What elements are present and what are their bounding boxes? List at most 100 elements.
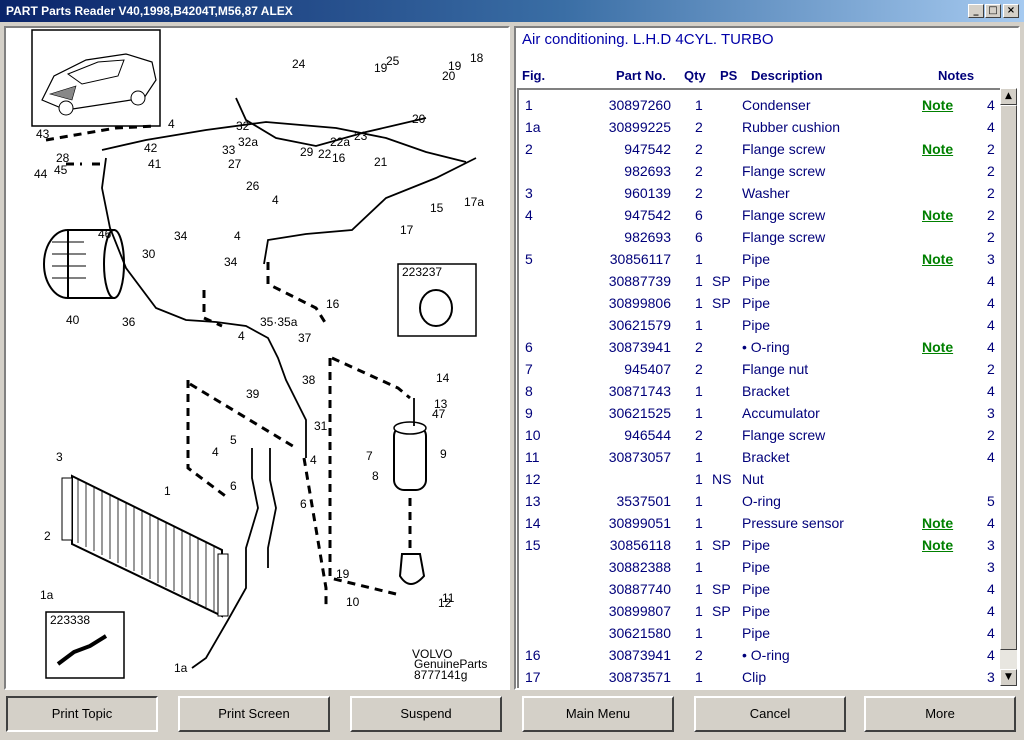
scroll-down-icon[interactable]: ▼ <box>1000 669 1017 686</box>
callout-label: 22 <box>318 147 332 161</box>
scroll-up-icon[interactable]: ▲ <box>1000 88 1017 105</box>
row-qty: 2 <box>695 647 703 663</box>
close-button[interactable]: × <box>1003 4 1019 18</box>
row-description: Pipe <box>742 251 771 267</box>
row-fig: 12 <box>525 471 541 487</box>
row-qty: 2 <box>695 427 703 443</box>
note-link[interactable]: Note <box>922 515 954 531</box>
row-notes-count: 4 <box>987 515 995 531</box>
note-link[interactable]: Note <box>922 339 954 355</box>
row-notes-count: 3 <box>987 251 995 267</box>
note-link[interactable]: Note <box>922 207 954 223</box>
inset-top-label: 223237 <box>402 265 442 279</box>
maximize-button[interactable]: □ <box>985 4 1001 18</box>
note-link[interactable]: Note <box>922 251 954 267</box>
callout-label: 31 <box>314 419 328 433</box>
callout-label: 36 <box>122 315 136 329</box>
callout-label: 2 <box>44 529 51 543</box>
suspend-button[interactable]: Suspend <box>350 696 502 732</box>
callout-label: 21 <box>374 155 388 169</box>
callout-label: 1a <box>174 661 188 675</box>
row-part-no: 30621525 <box>608 405 671 421</box>
row-part-no: 947542 <box>624 141 671 157</box>
row-fig: 4 <box>525 207 533 223</box>
row-description: Pipe <box>742 603 771 619</box>
note-link[interactable]: Note <box>922 97 954 113</box>
drawing-number: 8777141g <box>414 668 467 682</box>
row-ps: NS <box>712 471 732 487</box>
callout-label: 28 <box>56 151 70 165</box>
row-description: Condenser <box>742 97 811 113</box>
main-menu-button[interactable]: Main Menu <box>522 696 674 732</box>
row-qty: 1 <box>695 449 703 465</box>
row-notes-count: 4 <box>987 647 995 663</box>
scrollbar[interactable]: ▲ ▼ <box>1000 88 1017 686</box>
callout-label: 15 <box>430 201 444 215</box>
cancel-button[interactable]: Cancel <box>694 696 846 732</box>
row-part-no: 30621579 <box>608 317 671 333</box>
row-part-no: 982693 <box>624 163 671 179</box>
row-part-no: 960139 <box>624 185 671 201</box>
callout-label: 6 <box>300 497 307 511</box>
row-qty: 1 <box>695 669 703 685</box>
row-notes-count: 3 <box>987 669 995 685</box>
row-description: Flange screw <box>742 229 826 245</box>
print-screen-button[interactable]: Print Screen <box>178 696 330 732</box>
print-topic-button[interactable]: Print Topic <box>6 696 158 732</box>
note-link[interactable]: Note <box>922 141 954 157</box>
callout-label: 42 <box>144 141 158 155</box>
callout-label: 14 <box>436 371 450 385</box>
note-link[interactable]: Note <box>922 537 954 553</box>
callout-label: 9 <box>440 447 447 461</box>
row-description: Flange nut <box>742 361 809 377</box>
more-button[interactable]: More <box>864 696 1016 732</box>
row-part-no: 30856118 <box>609 537 671 553</box>
row-part-no: 30873571 <box>608 669 671 685</box>
row-qty: 2 <box>695 361 703 377</box>
row-ps: SP <box>712 295 731 311</box>
callout-label: 29 <box>300 145 314 159</box>
scroll-thumb[interactable] <box>1000 105 1017 650</box>
callout-label: 16 <box>326 297 340 311</box>
row-notes-count: 4 <box>987 317 995 333</box>
row-fig: 2 <box>525 141 533 157</box>
callout-label: 27 <box>228 157 242 171</box>
row-description: Pipe <box>742 317 771 333</box>
callout-label: 46 <box>98 227 112 241</box>
row-notes-count: 4 <box>987 581 995 597</box>
row-part-no: 30899051 <box>608 515 671 531</box>
row-description: Nut <box>742 471 764 487</box>
row-fig: 7 <box>525 361 533 377</box>
callout-label: 40 <box>66 313 80 327</box>
callout-label: 20 <box>442 69 456 83</box>
minimize-button[interactable]: _ <box>968 4 984 18</box>
